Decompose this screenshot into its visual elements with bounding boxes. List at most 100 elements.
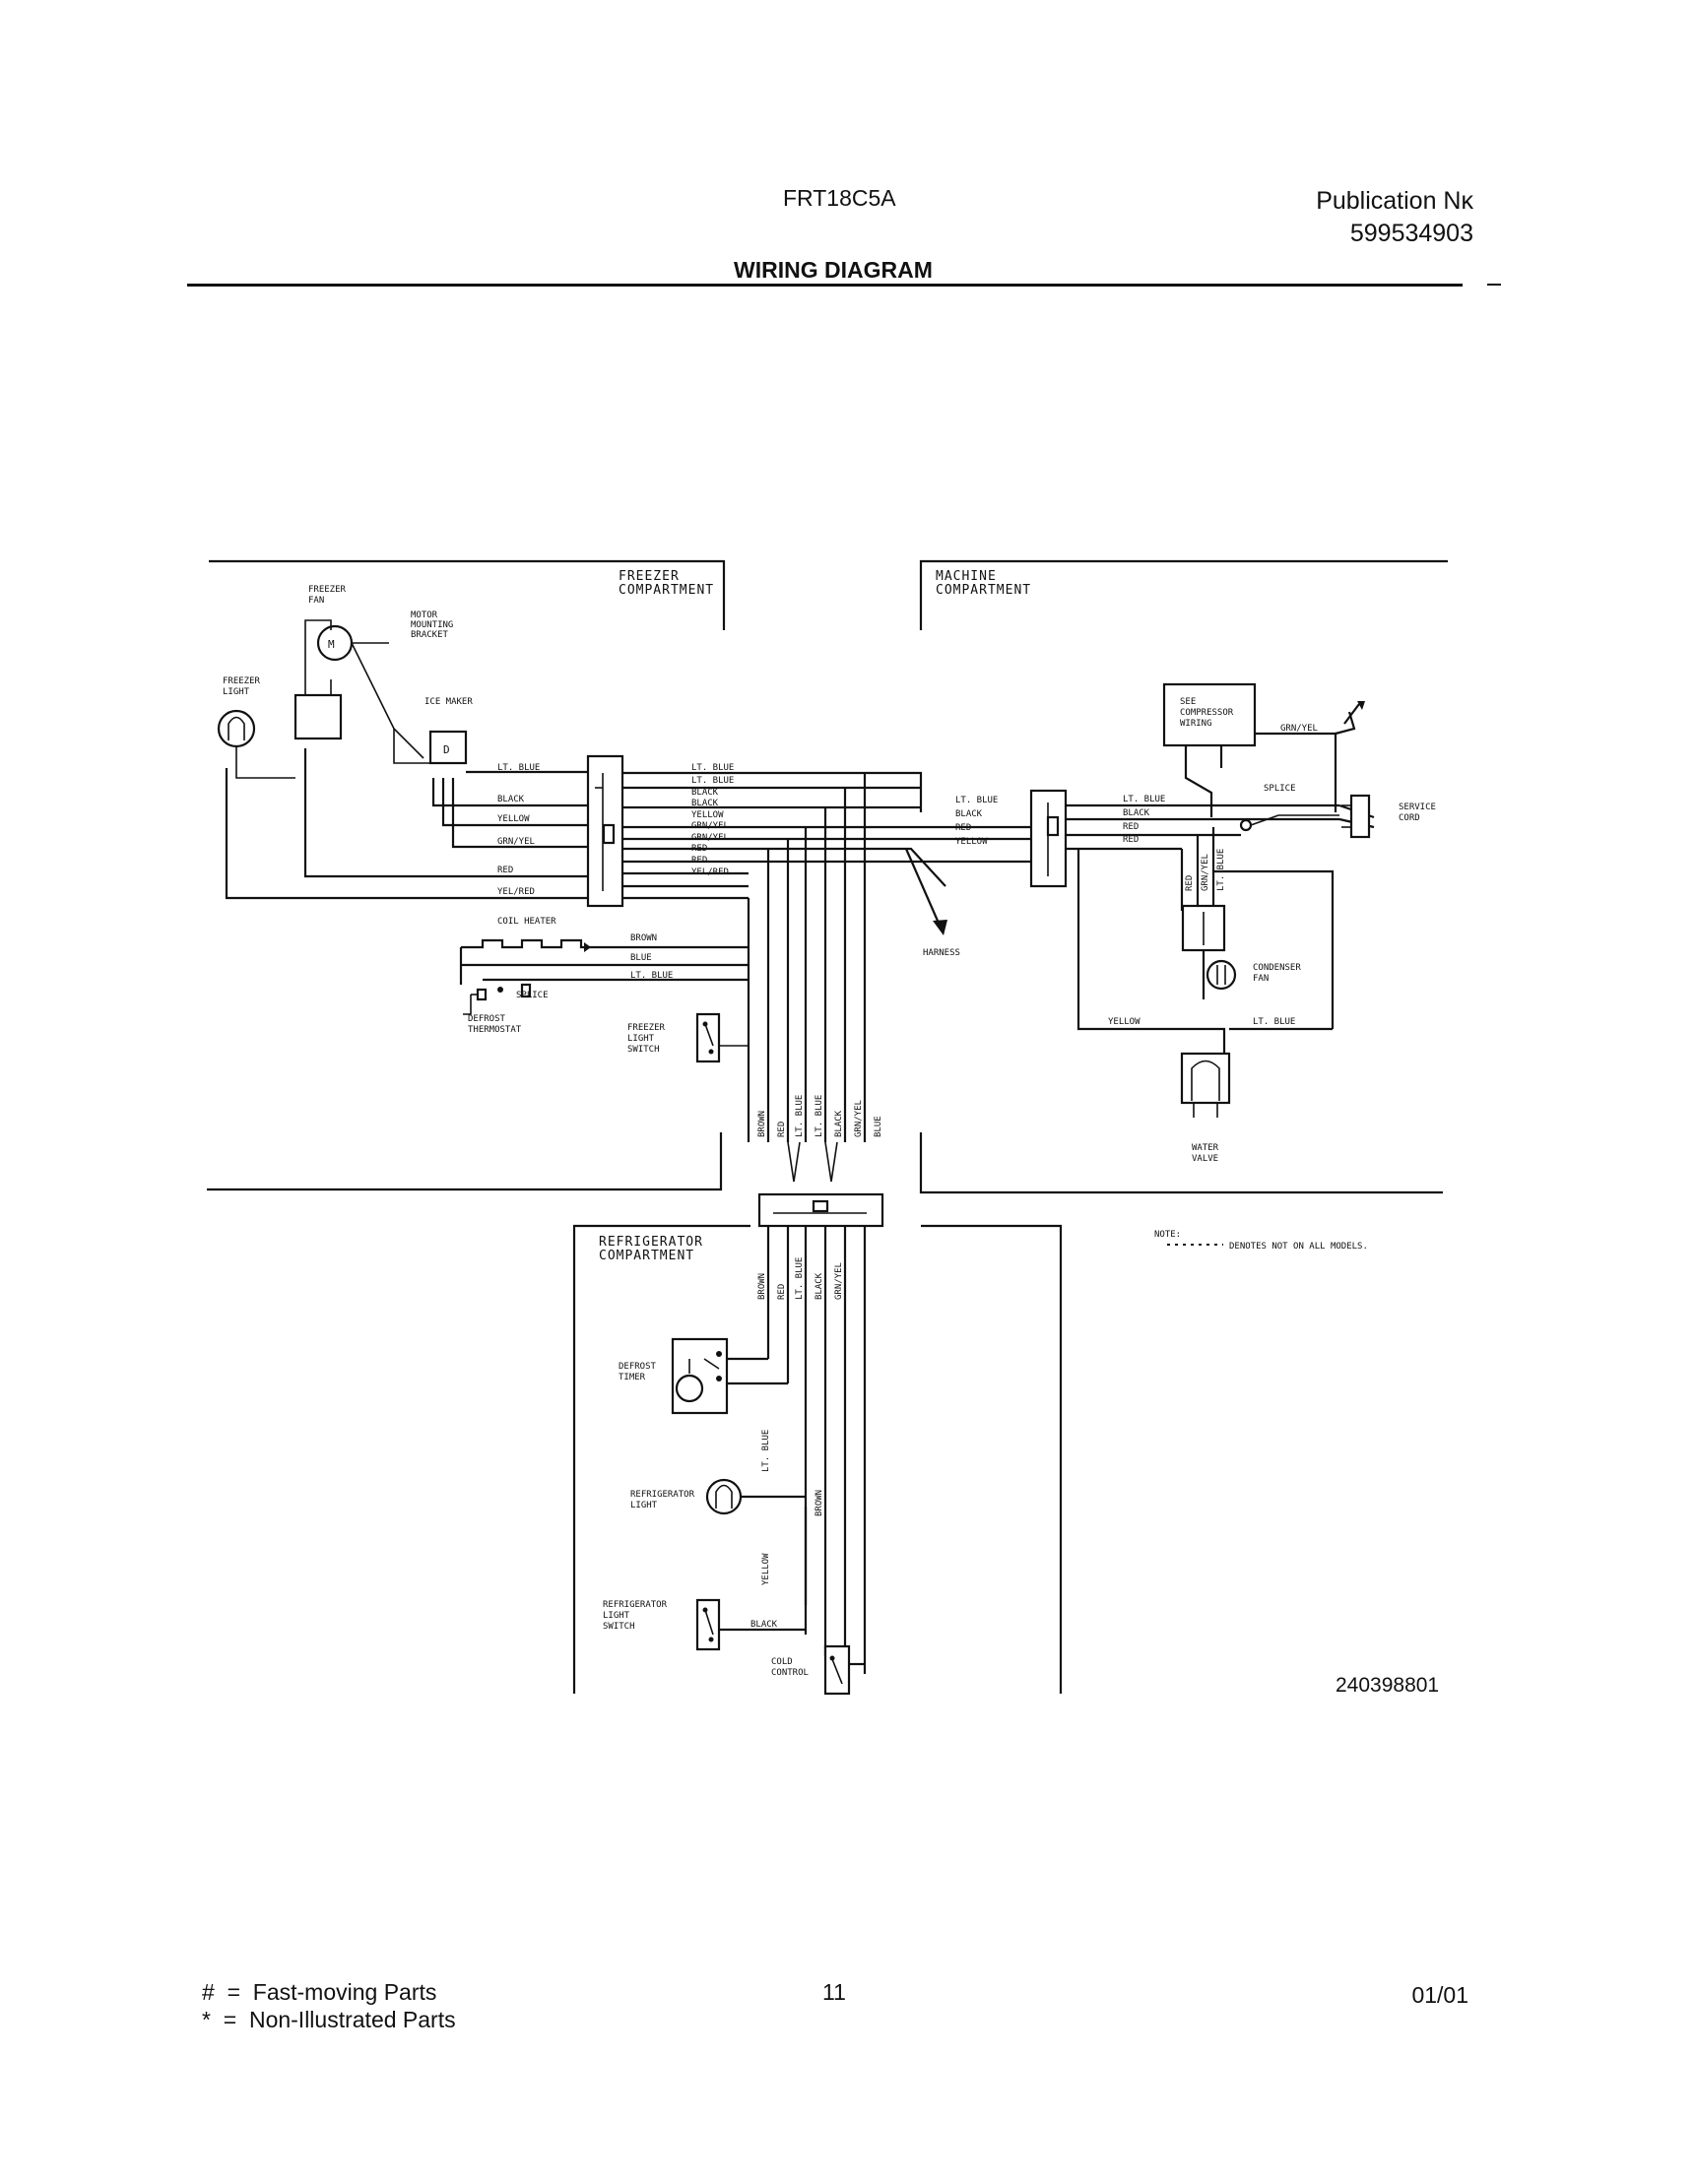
freezer-connector: [586, 754, 624, 908]
motor-bracket-label: MOUNTING: [411, 620, 453, 630]
wire-label: BLACK: [691, 799, 719, 808]
freezer-light-switch-label: SWITCH: [627, 1045, 660, 1055]
wire-label: BLUE: [630, 953, 652, 963]
wire-label: BLACK: [497, 795, 525, 804]
legend-non-illustrated: * = Non-Illustrated Parts: [202, 2007, 456, 2033]
compressor-label: WIRING: [1180, 719, 1212, 729]
cold-control-label: COLD: [771, 1657, 793, 1667]
freezer-compartment-label: COMPARTMENT: [619, 583, 714, 598]
compressor-box: [1162, 682, 1365, 817]
wire-label: LT. BLUE: [815, 1095, 824, 1137]
harness-connector: [757, 1192, 884, 1228]
harness-label: HARNESS: [923, 948, 960, 958]
svg-text:M: M: [328, 638, 335, 651]
wire-label: YEL/RED: [691, 867, 729, 877]
refrigerator-light-switch-label: LIGHT: [603, 1611, 630, 1621]
wire-label: RED: [1185, 875, 1195, 891]
refrigerator-light-switch-label: REFRIGERATOR: [603, 1600, 668, 1610]
wire-label: GRN/YEL: [691, 821, 729, 831]
service-cord-plug: [1341, 794, 1371, 839]
refrigerator-light-switch-symbol: [695, 1598, 806, 1651]
freezer-light-switch-symbol: [695, 1012, 749, 1063]
wire-label: RED: [1123, 835, 1139, 845]
wire-label: BLACK: [691, 788, 719, 798]
wire-label: LT. BLUE: [955, 796, 998, 805]
freezer-fan-label: FAN: [308, 596, 324, 606]
wire-label: BLACK: [815, 1272, 824, 1300]
wire-label: BROWN: [757, 1111, 767, 1137]
compressor-label: SEE: [1180, 697, 1196, 707]
wire-label: BROWN: [815, 1490, 824, 1516]
legend-text: Fast-moving Parts: [252, 1979, 437, 2005]
wire-label: LT. BLUE: [1216, 849, 1226, 891]
page-number: 11: [822, 1979, 846, 2005]
revision-date: 01/01: [1411, 1982, 1468, 2008]
note-text: DENOTES NOT ON ALL MODELS.: [1229, 1242, 1368, 1252]
water-valve-label: VALVE: [1192, 1154, 1218, 1164]
freezer-light-symbol: [217, 709, 295, 779]
wire-label: LT. BLUE: [795, 1095, 805, 1137]
cold-control-label: CONTROL: [771, 1668, 809, 1678]
wire-label: GRN/YEL: [1201, 854, 1210, 891]
wire-label: YELLOW: [1108, 1017, 1141, 1027]
defrost-thermostat-label: DEFROST: [468, 1014, 506, 1024]
water-valve-label: WATER: [1192, 1143, 1219, 1153]
refrigerator-light-symbol: [705, 1478, 806, 1515]
wire-label: BLACK: [1123, 808, 1150, 818]
wire-label: LT. BLUE: [691, 763, 734, 773]
legend-eq: =: [223, 2007, 237, 2032]
freezer-fan-symbol: M: [293, 619, 424, 759]
wire-label: RED: [955, 823, 971, 833]
wire-label: YELLOW: [955, 837, 988, 847]
wire-label: LT. BLUE: [1123, 795, 1165, 804]
wire-label: LT. BLUE: [761, 1430, 771, 1472]
freezer-compartment-label: FREEZER: [619, 569, 680, 584]
title-rule-tick: [1487, 284, 1501, 286]
ice-maker-symbol: D: [428, 730, 468, 765]
wire-label: GRN/YEL: [834, 1262, 844, 1300]
freezer-fan-label: FREEZER: [308, 585, 347, 595]
wire-label: BLACK: [955, 809, 983, 819]
wire-label: YELLOW: [761, 1553, 771, 1585]
refrigerator-light-switch-label: SWITCH: [603, 1622, 635, 1632]
coil-heater-label: COIL HEATER: [497, 917, 556, 927]
freezer-right-wires: [622, 771, 1031, 935]
motor-bracket-label: BRACKET: [411, 630, 449, 640]
defrost-thermostat-label: THERMOSTAT: [468, 1025, 522, 1035]
coil-heater-symbol: [459, 938, 749, 1015]
defrost-timer-label: DEFROST: [619, 1362, 657, 1372]
legend-symbol: *: [202, 2007, 211, 2032]
wire-label: LT. BLUE: [1253, 1017, 1295, 1027]
condenser-fan-label: FAN: [1253, 974, 1269, 984]
freezer-left-wires: [225, 729, 588, 900]
wire-label: LT. BLUE: [795, 1257, 805, 1300]
wire-label: YEL/RED: [497, 887, 535, 897]
wire-label: YELLOW: [497, 814, 530, 824]
defrost-timer-label: TIMER: [619, 1373, 646, 1382]
wire-label: RED: [497, 866, 513, 875]
machine-connector: [1029, 789, 1068, 888]
wire-label: BLACK: [834, 1110, 844, 1137]
refrigerator-light-label: REFRIGERATOR: [630, 1490, 695, 1500]
wire-label: LT. BLUE: [630, 971, 673, 981]
wire-label: RED: [1123, 822, 1139, 832]
wire-label: BLACK: [750, 1620, 778, 1630]
refrigerator-compartment-label: COMPARTMENT: [599, 1249, 694, 1263]
refrigerator-light-label: LIGHT: [630, 1501, 658, 1510]
wire-label: LT. BLUE: [497, 763, 540, 773]
wire-label: LT. BLUE: [691, 776, 734, 786]
legend-text: Non-Illustrated Parts: [248, 2007, 456, 2032]
compressor-label: COMPRESSOR: [1180, 708, 1234, 718]
water-valve-symbol: [1180, 1052, 1231, 1118]
legend-symbol: #: [202, 1979, 215, 2005]
diagram-text-layer: FREEZERCOMPARTMENTMACHINECOMPARTMENTREFR…: [223, 569, 1436, 1678]
service-cord-label: CORD: [1399, 813, 1420, 823]
splice-label: SPLICE: [1264, 784, 1296, 794]
machine-vertical-wires: [1180, 827, 1335, 1054]
splice-label: SPLICE: [516, 991, 549, 1000]
wire-label: YELLOW: [691, 810, 724, 820]
freezer-light-label: LIGHT: [223, 687, 250, 697]
refrigerator-wires: [766, 1226, 867, 1674]
